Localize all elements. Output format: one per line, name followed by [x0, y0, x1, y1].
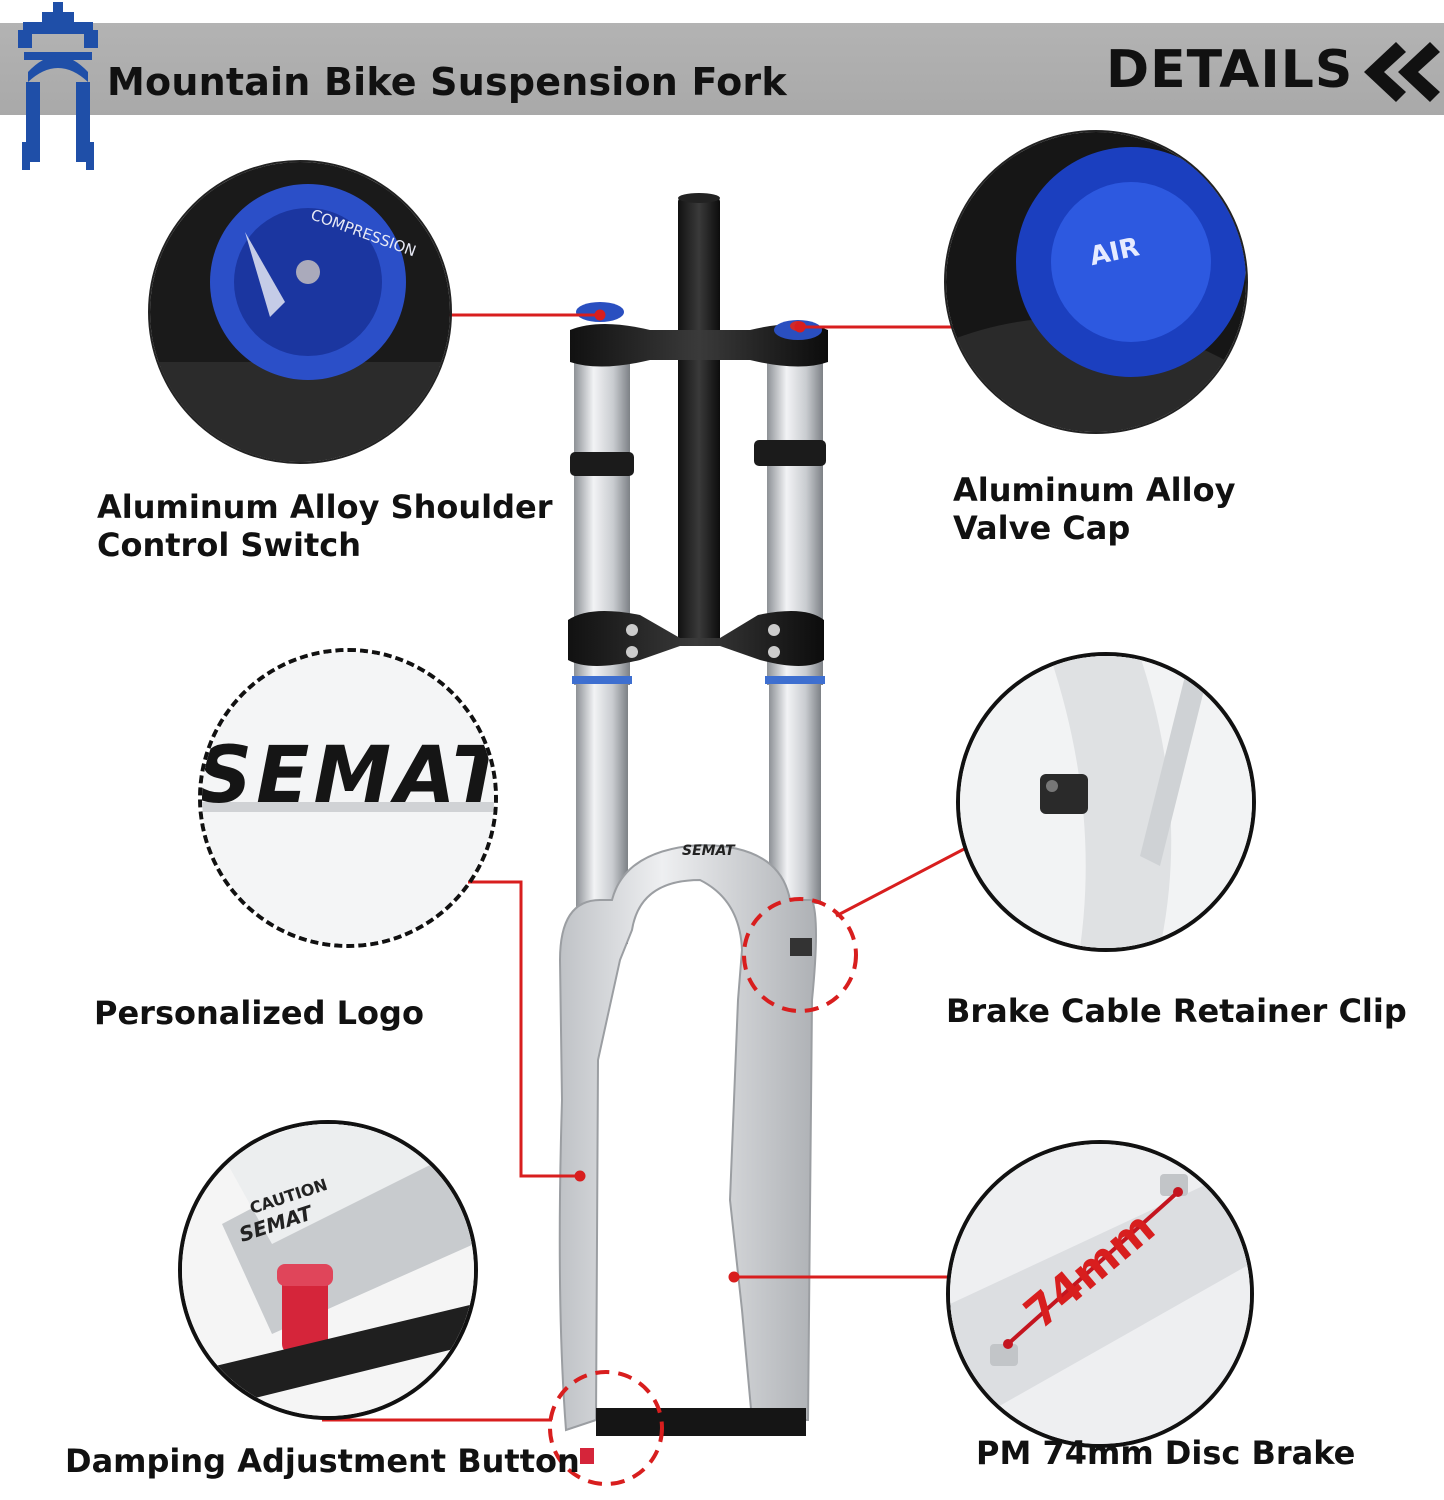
- label-brake-clip: Brake Cable Retainer Clip: [946, 992, 1407, 1030]
- fork-logo-icon: [18, 2, 98, 170]
- label-shoulder-switch-line1: Aluminum Alloy Shoulder: [97, 488, 553, 526]
- header-bar: [0, 23, 1444, 115]
- label-personalized-logo: Personalized Logo: [94, 994, 424, 1032]
- chevron-left-double-icon: [1364, 42, 1440, 102]
- detail-damping-button: CAUTION SEMAT: [178, 1120, 478, 1420]
- label-disc-brake: PM 74mm Disc Brake: [976, 1434, 1356, 1472]
- detail-personalized-logo: SEMAT: [198, 648, 498, 948]
- label-valve-cap: Aluminum Alloy Valve Cap: [953, 471, 1235, 547]
- detail-compression-cap: COMPRESSION: [148, 160, 452, 464]
- arch-logo-text: SEMAT: [682, 843, 736, 859]
- label-shoulder-switch: Aluminum Alloy Shoulder Control Switch: [97, 488, 553, 564]
- logo-detail-text: SEMAT: [202, 731, 494, 821]
- label-damping-button: Damping Adjustment Button: [65, 1442, 580, 1480]
- detail-brake-cable-clip: [956, 652, 1256, 952]
- page-title: Mountain Bike Suspension Fork: [107, 60, 787, 104]
- detail-disc-brake: 74mm: [946, 1140, 1254, 1448]
- label-shoulder-switch-line2: Control Switch: [97, 526, 362, 564]
- detail-air-valve-cap: AIR: [944, 130, 1248, 434]
- details-heading: DETAILS: [1106, 40, 1354, 100]
- label-valve-cap-line1: Aluminum Alloy: [953, 471, 1236, 509]
- label-valve-cap-line2: Valve Cap: [953, 509, 1131, 547]
